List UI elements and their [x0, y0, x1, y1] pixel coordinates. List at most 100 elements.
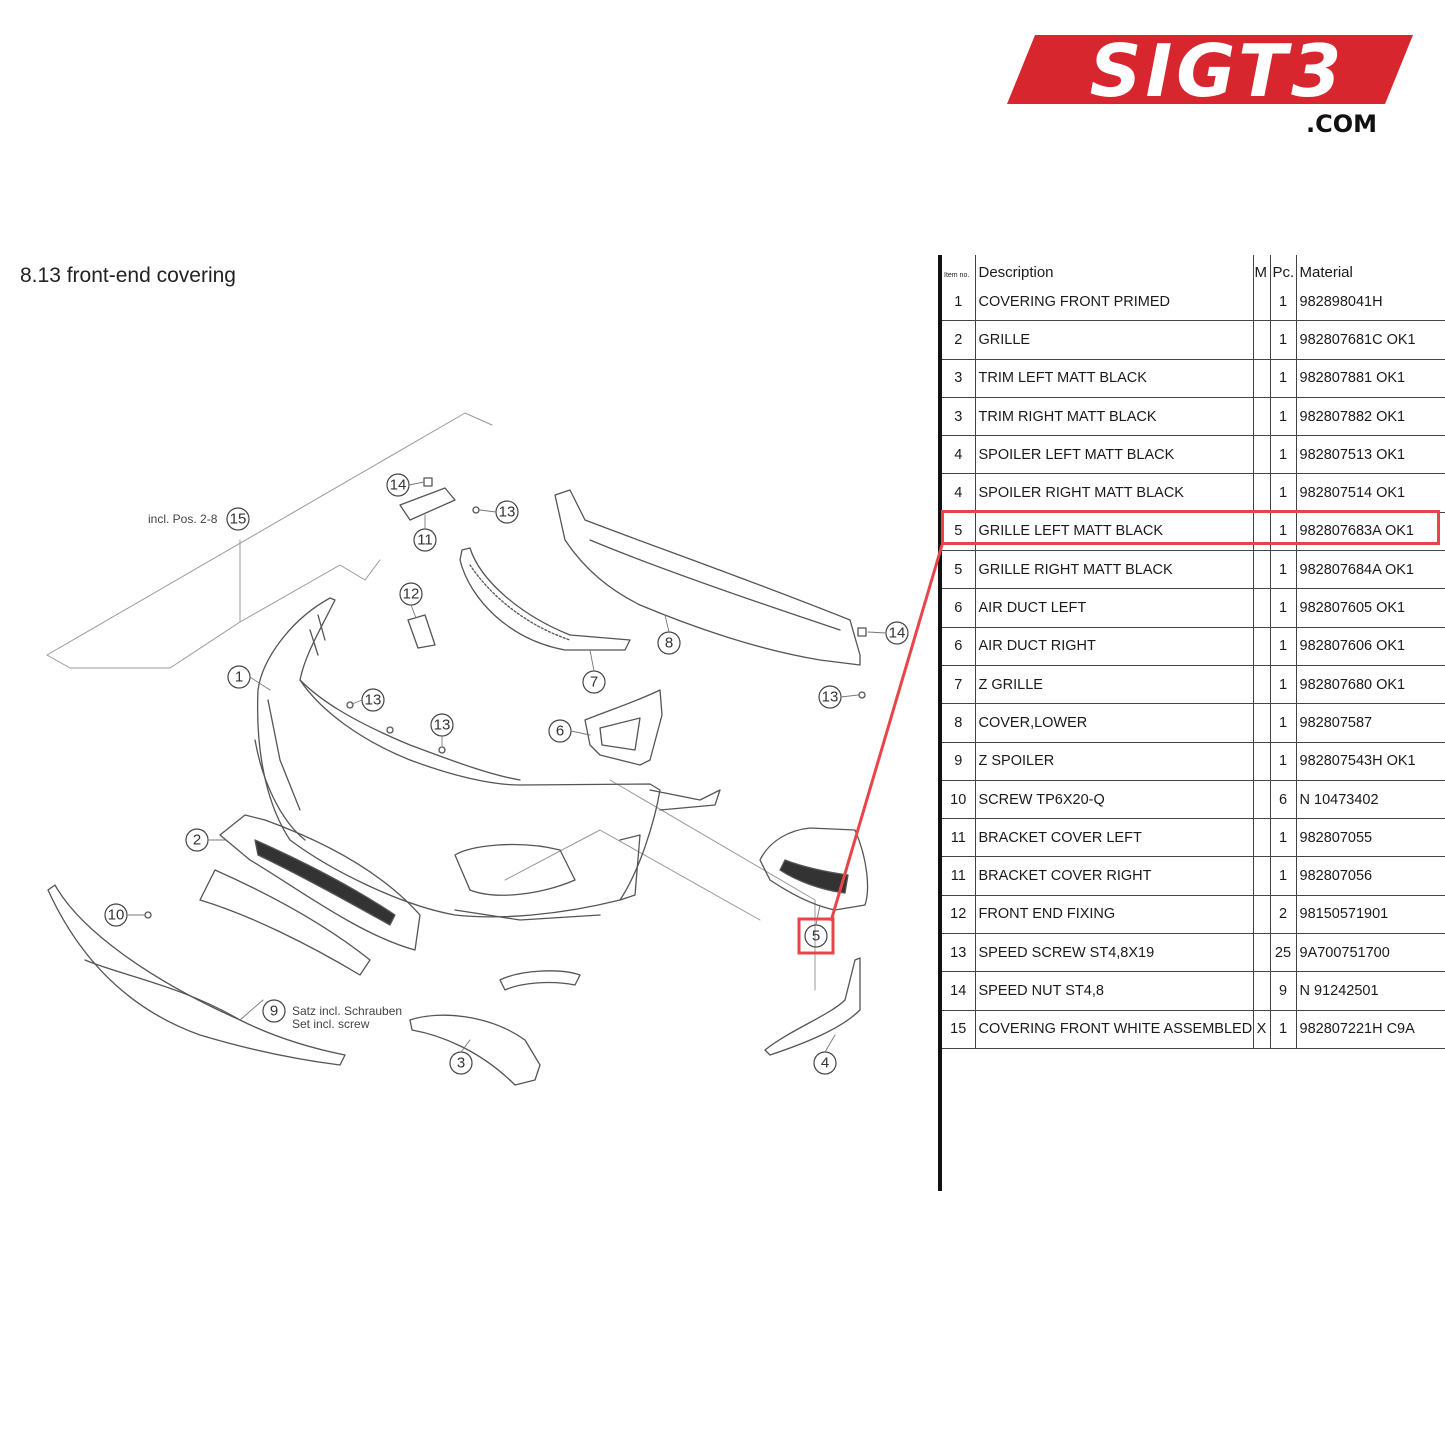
- cell-material: 982807514 OK1: [1296, 473, 1445, 513]
- cell-item-no: 15: [942, 1010, 976, 1049]
- cell-pc: 1: [1270, 320, 1297, 360]
- cell-description: SCREW TP6X20-Q: [975, 780, 1254, 820]
- cell-pc: 1: [1270, 665, 1297, 705]
- cell-material: 98150571901: [1296, 895, 1445, 935]
- callout-13-c: 13: [434, 717, 451, 734]
- callout-2: 2: [193, 832, 201, 849]
- cell-item-no: 9: [942, 742, 976, 781]
- label-satz-incl-schrauben: Satz incl. Schrauben: [292, 1004, 402, 1018]
- cell-description: SPEED SCREW ST4,8X19: [975, 933, 1254, 973]
- callout-6: 6: [556, 723, 564, 740]
- logo-domain-suffix: .COM: [1305, 110, 1377, 138]
- cell-description: TRIM LEFT MATT BLACK: [975, 359, 1254, 398]
- cell-item-no: 10: [942, 780, 976, 820]
- cell-pc: 1: [1270, 1010, 1297, 1049]
- logo-parallelogram: [1007, 35, 1413, 104]
- cell-material: 982807605 OK1: [1296, 588, 1445, 628]
- cell-item-no: 3: [942, 359, 976, 398]
- cell-description: AIR DUCT LEFT: [975, 588, 1254, 628]
- cell-material: 982807221H C9A: [1296, 1010, 1445, 1049]
- callout-3: 3: [457, 1055, 465, 1072]
- cell-material: 982807681C OK1: [1296, 320, 1445, 360]
- leader-lines: [126, 481, 887, 1053]
- cell-pc: 2: [1270, 895, 1297, 935]
- cell-m: [1253, 933, 1271, 973]
- cell-material: 982807882 OK1: [1296, 397, 1445, 437]
- screw-13-a: [472, 506, 480, 514]
- screw-13-b: [346, 701, 354, 709]
- cell-material: 982807513 OK1: [1296, 435, 1445, 475]
- cell-m: [1253, 971, 1271, 1011]
- page-title: 8.13 front-end covering: [20, 264, 236, 287]
- cell-m: X: [1253, 1010, 1271, 1049]
- cell-m: [1253, 283, 1271, 322]
- part-3-trim-left: [409, 970, 581, 1086]
- cell-item-no: 11: [942, 818, 976, 858]
- cell-item-no: 6: [942, 627, 976, 666]
- cell-pc: 1: [1270, 703, 1297, 743]
- part-12-fixing: [407, 614, 436, 649]
- cell-item-no: 5: [942, 550, 976, 590]
- cell-material: 982807606 OK1: [1296, 627, 1445, 666]
- cell-item-no: 4: [942, 435, 976, 475]
- cell-item-no: 11: [942, 856, 976, 896]
- cell-item-no: 6: [942, 588, 976, 628]
- logo-banner: [1007, 35, 1413, 104]
- callout-7: 7: [590, 674, 598, 691]
- cell-m: [1253, 856, 1271, 896]
- cell-description: GRILLE: [975, 320, 1254, 360]
- label-set-incl-screw: Set incl. screw: [292, 1017, 370, 1031]
- callout-14-a: 14: [390, 477, 407, 494]
- cell-description: COVERING FRONT PRIMED: [975, 283, 1254, 322]
- brand-logo[interactable]: SIGT3 .COM: [1005, 30, 1417, 145]
- cell-item-no: 7: [942, 665, 976, 705]
- cell-pc: 1: [1270, 627, 1297, 666]
- callout-4: 4: [821, 1055, 829, 1072]
- logo-brand-text: SIGT3: [1089, 29, 1346, 113]
- cell-description: TRIM RIGHT MATT BLACK: [975, 397, 1254, 437]
- cell-description: Z SPOILER: [975, 742, 1254, 781]
- screw-13-d: [438, 746, 446, 754]
- cell-material: 982807684A OK1: [1296, 550, 1445, 590]
- fasteners: [144, 477, 867, 919]
- cell-pc: 9: [1270, 971, 1297, 1011]
- assembly-outline: [46, 412, 816, 991]
- part-6-air-duct: [584, 689, 663, 766]
- cell-m: [1253, 435, 1271, 475]
- cell-description: FRONT END FIXING: [975, 895, 1254, 935]
- cell-m: [1253, 665, 1271, 705]
- header-pc: Pc.: [1270, 255, 1297, 283]
- exploded-parts-diagram: 1 2 3 4 5 6 7 8 9 10 11 12 13 13 13 13 1…: [46, 412, 909, 1086]
- nut-14-a: [857, 627, 867, 637]
- part-8-cover-lower: [554, 489, 861, 666]
- cell-pc: 1: [1270, 397, 1297, 437]
- header-item-no: Item no.: [942, 255, 976, 283]
- cell-m: [1253, 627, 1271, 666]
- callout-1: 1: [235, 669, 243, 686]
- cell-description: SPEED NUT ST4,8: [975, 971, 1254, 1011]
- cell-pc: 1: [1270, 473, 1297, 513]
- cell-material: 982898041H: [1296, 283, 1445, 322]
- cell-description: GRILLE RIGHT MATT BLACK: [975, 550, 1254, 590]
